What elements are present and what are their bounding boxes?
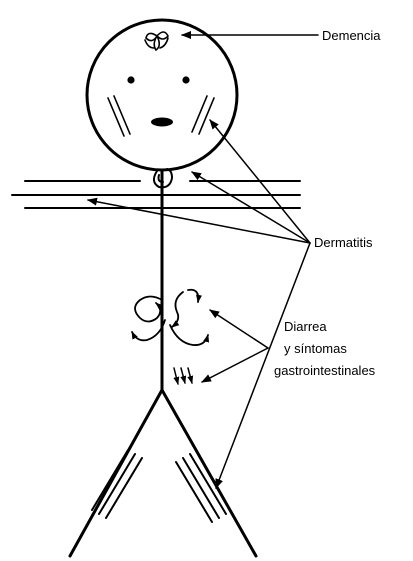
right-cheek-marks <box>192 96 214 134</box>
dermatitis-pointers <box>88 120 310 488</box>
dermatitis-label: Dermatitis <box>314 235 373 250</box>
left-cheek-marks <box>108 96 130 136</box>
spiral-swirl-icon <box>145 32 168 50</box>
right-eye <box>182 76 189 83</box>
diarrhea-label-line1: Diarrea <box>284 319 327 334</box>
left-eye <box>127 76 134 83</box>
mouth <box>151 118 173 127</box>
head-outline <box>87 20 237 170</box>
diarrhea-pointers <box>202 310 268 382</box>
diarrhea-label-line2: y síntomas <box>284 341 347 356</box>
right-leg <box>162 390 256 556</box>
swirling-arrows-icon <box>132 290 208 345</box>
left-leg <box>70 390 162 556</box>
diarrhea-label-line3: gastrointestinales <box>274 363 376 378</box>
gi-small-arrows <box>174 368 192 384</box>
head <box>87 20 237 170</box>
dementia-label: Demencia <box>322 28 381 43</box>
body <box>12 170 300 556</box>
